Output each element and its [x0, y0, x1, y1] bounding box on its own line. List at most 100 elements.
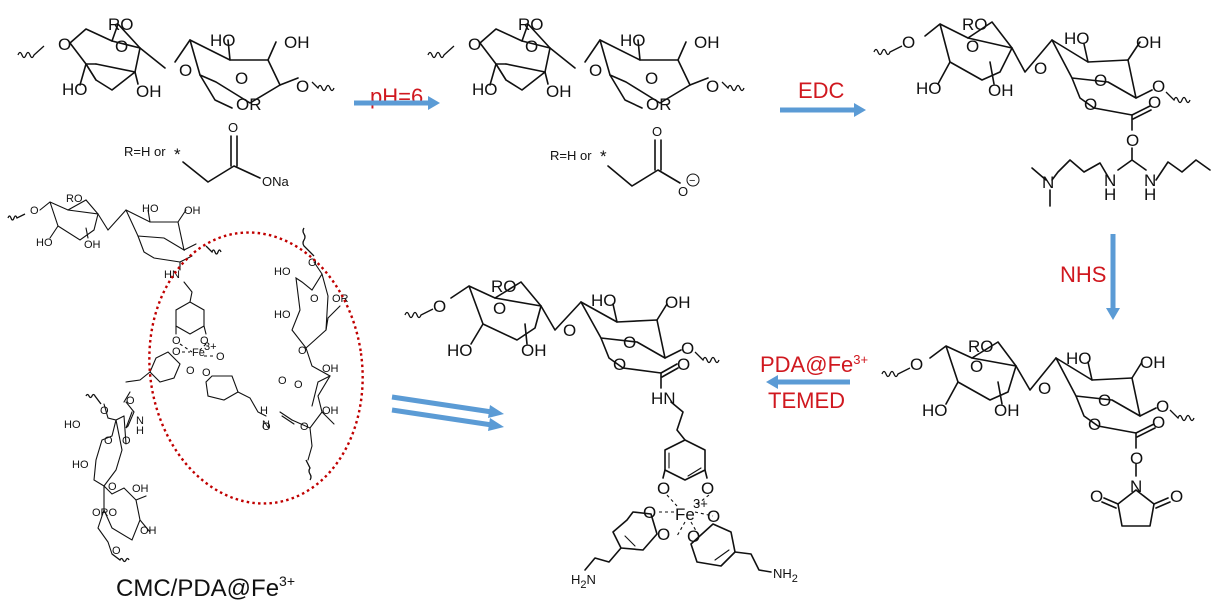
- atom-label: O: [1038, 379, 1051, 398]
- atom-label: O: [1098, 391, 1111, 410]
- atom-label: HO: [64, 419, 81, 431]
- atom-label: O: [623, 333, 636, 352]
- iron-charge: 3+: [204, 341, 217, 353]
- atom-label: OH: [322, 405, 339, 417]
- atom-label: O: [468, 35, 481, 54]
- atom-label: OR: [236, 95, 262, 114]
- atom-label: O: [966, 37, 979, 56]
- atom-label: O: [1170, 487, 1183, 506]
- atom-label: O: [701, 479, 714, 498]
- structure-cmc-na: O RO O HO OH O HO OH O OR O R=H or * O O…: [17, 15, 335, 189]
- amine-right: NH2: [773, 566, 798, 585]
- atom-label: O: [681, 339, 694, 358]
- atom-label: OH: [694, 33, 720, 52]
- carboxylate-o: O: [678, 184, 688, 199]
- atom-label: O: [643, 503, 656, 522]
- atom-label: O: [1152, 77, 1165, 96]
- atom-label: O: [172, 346, 181, 358]
- atom-label: O: [262, 421, 271, 433]
- structure-cmc-pda-fe: O RO O HO OH O HO OH O O O O HN O O O Fe…: [404, 277, 798, 591]
- atom-label: HO: [274, 266, 291, 278]
- product-caption: CMC/PDA@Fe3+: [116, 573, 295, 602]
- atom-label: O: [30, 205, 39, 217]
- atom-label: HO: [472, 80, 498, 99]
- atom-label: OH: [140, 525, 157, 537]
- atom-label: HO: [62, 80, 88, 99]
- atom-label: O: [1156, 397, 1169, 416]
- atom-label: H: [136, 425, 144, 437]
- atom-label: O: [172, 335, 181, 347]
- atom-label: O: [902, 33, 915, 52]
- arrow-step-5-double: [391, 394, 504, 431]
- atom-label: RO: [962, 15, 988, 34]
- carbonyl-o: O: [228, 120, 238, 135]
- atom-label: O: [433, 297, 446, 316]
- atom-label: OH: [136, 82, 162, 101]
- atom-label: HO: [36, 237, 53, 249]
- atom-label: O: [706, 77, 719, 96]
- structure-crosslinked-network: O RO HO OH HO OH HN O O O Fe 3+ O O O H …: [7, 193, 364, 563]
- atom-label: O: [294, 379, 303, 391]
- atom-label: O: [970, 357, 983, 376]
- atom-label: O: [1090, 487, 1103, 506]
- atom-label: O: [58, 35, 71, 54]
- arrow-step-2: EDC: [780, 78, 866, 117]
- atom-label: O: [298, 345, 307, 357]
- atom-label: O: [1130, 449, 1143, 468]
- atom-label: O: [493, 299, 506, 318]
- atom-label: OH: [132, 483, 149, 495]
- atom-label: O: [278, 375, 287, 387]
- atom-label: O: [235, 69, 248, 88]
- atom-label: O: [1148, 93, 1161, 112]
- reagent-edc: EDC: [798, 78, 845, 103]
- structure-nhs-ester: O RO O HO OH O HO OH O O O O O N O O: [881, 337, 1195, 527]
- atom-label: N: [136, 415, 144, 427]
- atom-label: O: [613, 355, 626, 374]
- atom-label: O: [1152, 413, 1165, 432]
- atom-label: O: [104, 435, 113, 447]
- atom-label: O: [296, 77, 309, 96]
- iron-charge: 3+: [693, 496, 708, 511]
- atom-label: O: [100, 405, 109, 417]
- atom-label: O: [310, 293, 319, 305]
- atom-label: HO: [620, 31, 646, 50]
- atom-label: OR: [646, 95, 672, 114]
- atom-label: HO: [922, 401, 948, 420]
- negative-charge: −: [689, 175, 695, 187]
- arrow-step-4: PDA@Fe3+ TEMED: [760, 352, 868, 413]
- amine-left: H2N: [571, 572, 596, 591]
- r-star: *: [600, 147, 607, 166]
- atom-label: HN: [651, 389, 676, 408]
- reagent-nhs: NHS: [1060, 262, 1106, 287]
- atom-label: RO: [968, 337, 994, 356]
- atom-label: HO: [142, 203, 159, 215]
- atom-label: HO: [591, 291, 617, 310]
- carbonyl-o: O: [652, 124, 662, 139]
- atom-label: O: [677, 355, 690, 374]
- atom-label: O: [115, 37, 128, 56]
- atom-label: O: [108, 481, 117, 493]
- atom-label: O: [657, 479, 670, 498]
- atom-label: O: [122, 435, 131, 447]
- atom-label: HO: [210, 31, 236, 50]
- atom-label: O: [126, 395, 135, 407]
- atom-label: O: [645, 69, 658, 88]
- atom-label: OH: [184, 205, 201, 217]
- atom-label: HO: [916, 79, 942, 98]
- atom-label: OH: [521, 341, 547, 360]
- atom-label: O: [1084, 95, 1097, 114]
- atom-label: HO: [1064, 29, 1090, 48]
- atom-label: O: [112, 545, 121, 557]
- atom-label: N: [262, 419, 270, 431]
- atom-label: O: [563, 321, 576, 340]
- atom-label: OH: [1136, 33, 1162, 52]
- atom-label: OH: [1140, 353, 1166, 372]
- atom-label: HO: [274, 309, 291, 321]
- atom-label: O: [910, 355, 923, 374]
- atom-label: HO: [447, 341, 473, 360]
- iron-center: Fe: [192, 347, 205, 359]
- atom-label: O: [657, 525, 670, 544]
- arrow-step-1: pH=6: [354, 84, 440, 110]
- atom-label: O: [202, 367, 211, 379]
